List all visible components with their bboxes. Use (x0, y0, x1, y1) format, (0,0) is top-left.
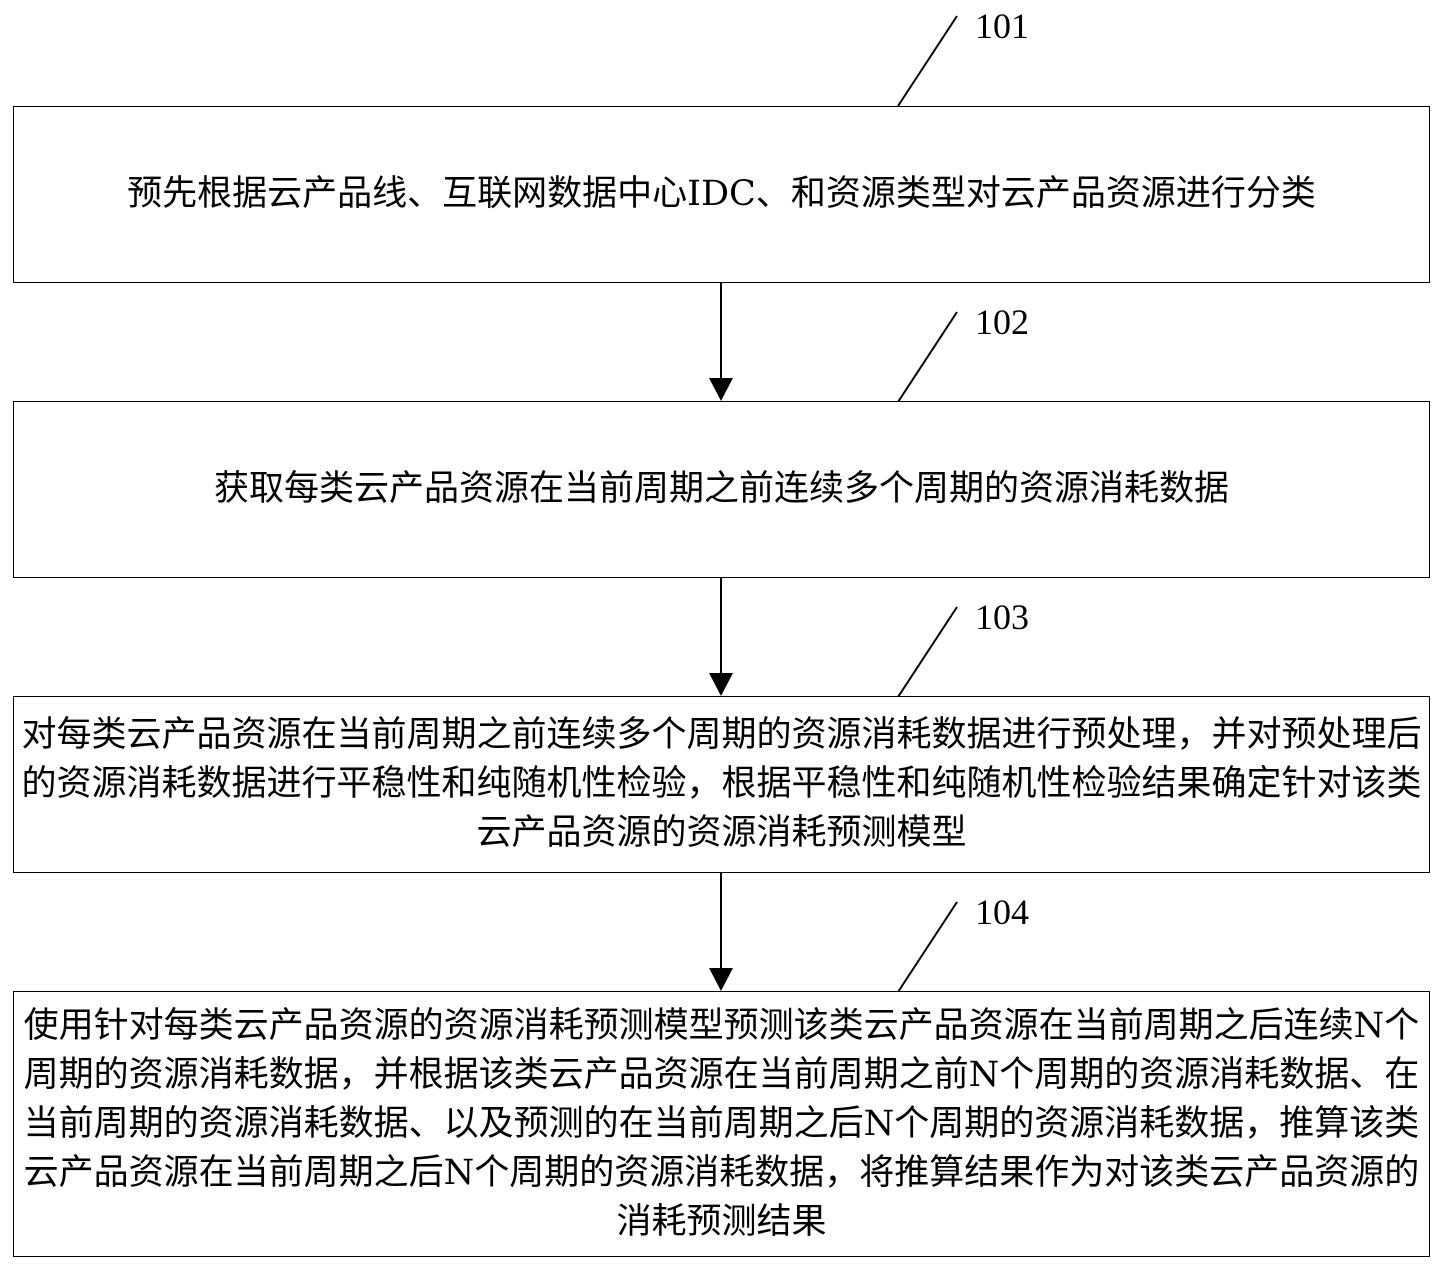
step-box-103: 对每类云产品资源在当前周期之前连续多个周期的资源消耗数据进行预处理，并对预处理后… (13, 696, 1430, 873)
leader-line-104 (897, 901, 958, 993)
step-box-104: 使用针对每类云产品资源的资源消耗预测模型预测该类云产品资源在当前周期之后连续N个… (13, 991, 1430, 1257)
step-text-104: 使用针对每类云产品资源的资源消耗预测模型预测该类云产品资源在当前周期之后连续N个… (23, 1005, 1420, 1242)
arrowhead-101-102 (709, 378, 733, 401)
step-label-102: 102 (975, 302, 1029, 342)
step-label-101: 101 (975, 6, 1029, 46)
step-text-101: 预先根据云产品线、互联网数据中心IDC、和资源类型对云产品资源进行分类 (127, 174, 1316, 214)
step-box-101: 预先根据云产品线、互联网数据中心IDC、和资源类型对云产品资源进行分类 (13, 106, 1430, 283)
leader-line-102 (897, 311, 958, 403)
step-text-102: 获取每类云产品资源在当前周期之前连续多个周期的资源消耗数据 (213, 469, 1229, 509)
leader-line-103 (897, 606, 958, 698)
step-text-103: 对每类云产品资源在当前周期之前连续多个周期的资源消耗数据进行预处理，并对预处理后… (21, 715, 1422, 853)
leader-line-101 (897, 15, 958, 107)
arrowhead-103-104 (709, 968, 733, 991)
arrowhead-102-103 (709, 673, 733, 696)
step-box-102: 获取每类云产品资源在当前周期之前连续多个周期的资源消耗数据 (13, 401, 1430, 578)
step-label-104: 104 (975, 892, 1029, 932)
step-label-103: 103 (975, 597, 1029, 637)
